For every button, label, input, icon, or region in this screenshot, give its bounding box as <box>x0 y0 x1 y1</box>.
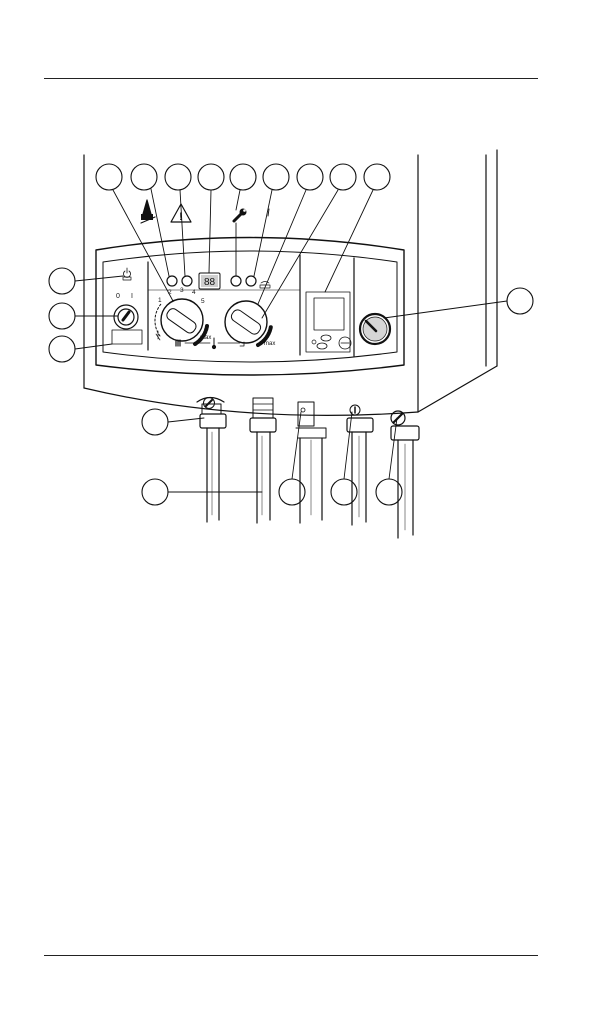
display-digits: 88 <box>204 277 216 288</box>
callout-circles <box>49 164 533 505</box>
dial-scale-4: 4 <box>192 289 196 296</box>
switch-on-label: I <box>131 293 133 300</box>
pipe-gas <box>296 402 326 523</box>
callout-fitting-1 <box>142 409 168 435</box>
control-panel <box>96 238 404 376</box>
callout-bottom-2 <box>279 479 305 505</box>
callout-top-9 <box>364 164 390 190</box>
callout-left-3 <box>49 336 75 362</box>
burner-lamp <box>246 276 256 286</box>
dial-scale-5: 5 <box>201 298 205 305</box>
callout-top-3 <box>165 164 191 190</box>
fault-lamp <box>182 276 192 286</box>
hot-water-temperature-dial[interactable] <box>225 301 271 345</box>
callout-bottom-1 <box>142 479 168 505</box>
label-plate <box>112 330 142 344</box>
switch-off-label: 0 <box>116 293 120 300</box>
power-icon <box>123 268 131 280</box>
timer-module <box>306 292 351 352</box>
dial-scale-3: 3 <box>180 287 184 294</box>
service-lamp <box>231 276 241 286</box>
dial-right-max: max <box>264 341 275 347</box>
callout-top-4 <box>198 164 224 190</box>
dial-scale-1: 1 <box>158 297 162 304</box>
dial-left-max: max <box>200 335 211 341</box>
callout-top-6 <box>263 164 289 190</box>
leader-lines <box>75 189 507 492</box>
callout-top-7 <box>297 164 323 190</box>
pressure-gauge-icon <box>360 314 390 344</box>
pipe-heating-flow <box>197 398 226 523</box>
callout-bottom-3 <box>331 479 357 505</box>
callout-left-1 <box>49 268 75 294</box>
callout-top-1 <box>96 164 122 190</box>
callout-top-5 <box>230 164 256 190</box>
pipe-hot-water <box>250 398 276 523</box>
thermometer-icon <box>213 338 216 349</box>
power-switch[interactable] <box>114 305 138 329</box>
chimney-sweep-lamp <box>167 276 177 286</box>
callout-top-8 <box>330 164 356 190</box>
callout-right-1 <box>507 288 533 314</box>
callout-top-2 <box>131 164 157 190</box>
chimney-sweep-icon <box>141 200 155 223</box>
callout-left-2 <box>49 303 75 329</box>
